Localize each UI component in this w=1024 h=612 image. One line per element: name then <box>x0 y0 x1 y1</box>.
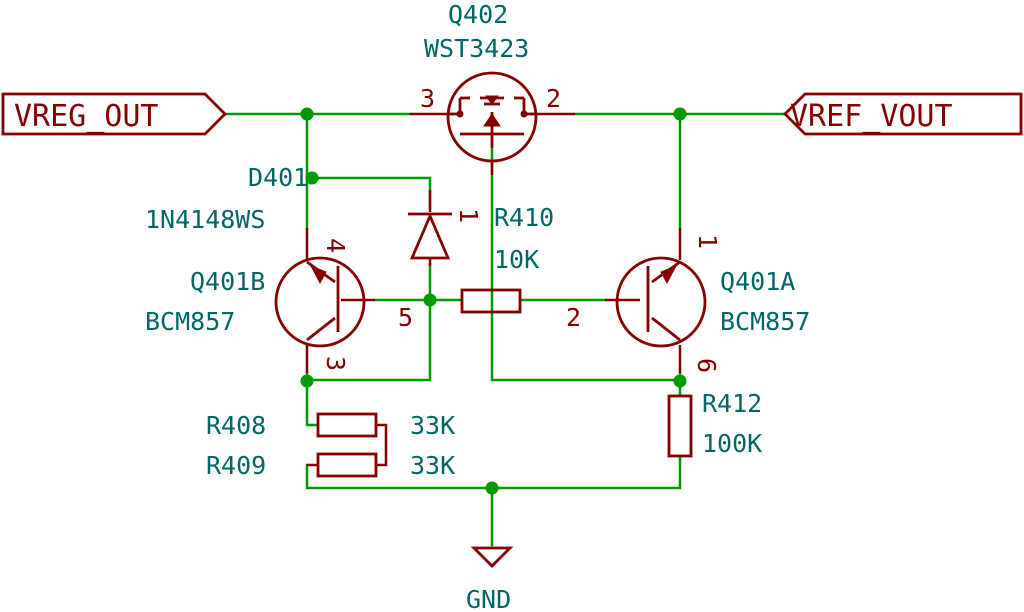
q401b-ref: Q401B <box>190 267 265 296</box>
gnd-label: GND <box>466 585 511 612</box>
r412-ref: R412 <box>702 389 762 418</box>
junction-dot <box>673 374 687 388</box>
gnd-symbol <box>470 546 514 568</box>
port-vref-vout: VREF_VOUT <box>783 92 1023 136</box>
d401-ref: D401 <box>248 163 308 192</box>
q402-mosfet-symbol <box>410 71 575 175</box>
r408-value: 33K <box>410 411 455 440</box>
port-label-vreg-out: VREG_OUT <box>14 99 159 134</box>
q401a-pin-1: 1 <box>693 234 722 249</box>
junction-dot <box>485 481 499 495</box>
r410-resistor-symbol <box>460 288 522 314</box>
junctions <box>300 107 687 495</box>
r409-value: 33K <box>410 451 455 480</box>
q401a-ref: Q401A <box>720 267 795 296</box>
q401a-transistor-symbol <box>605 228 707 373</box>
q401b-pin-3: 3 <box>321 356 350 371</box>
q401b-transistor-symbol <box>274 228 375 373</box>
d401-pin-1: 1 <box>454 208 483 223</box>
junction-dot <box>305 171 319 185</box>
q401b-pin-5: 5 <box>398 303 413 332</box>
r412-value: 100K <box>702 429 762 458</box>
port-label-vref-vout: VREF_VOUT <box>790 99 953 134</box>
q401a-pin-2: 2 <box>566 303 581 332</box>
q401b-value: BCM857 <box>145 307 235 336</box>
q402-value: WST3423 <box>424 34 529 63</box>
d401-diode-symbol <box>408 190 452 266</box>
q402-ref: Q402 <box>448 0 508 29</box>
r409-ref: R409 <box>206 451 266 480</box>
q401b-pin-4: 4 <box>321 238 350 253</box>
r408-resistor-symbol <box>316 412 378 438</box>
junction-dot <box>300 374 314 388</box>
q401a-pin-6: 6 <box>692 358 721 373</box>
r410-ref: R410 <box>494 203 554 232</box>
r410-value: 10K <box>494 245 539 274</box>
junction-dot <box>673 107 687 121</box>
q402-pin-2: 2 <box>546 84 561 113</box>
q401a-value: BCM857 <box>720 307 810 336</box>
q402-pin-3: 3 <box>420 84 435 113</box>
r412-resistor-symbol <box>667 394 693 458</box>
r408-ref: R408 <box>206 411 266 440</box>
d401-value: 1N4148WS <box>145 205 265 234</box>
r408-r409-link <box>376 423 388 467</box>
junction-dot <box>300 107 314 121</box>
port-vreg-out: VREG_OUT <box>1 92 227 136</box>
r409-resistor-symbol <box>307 452 378 478</box>
junction-dot <box>423 293 437 307</box>
